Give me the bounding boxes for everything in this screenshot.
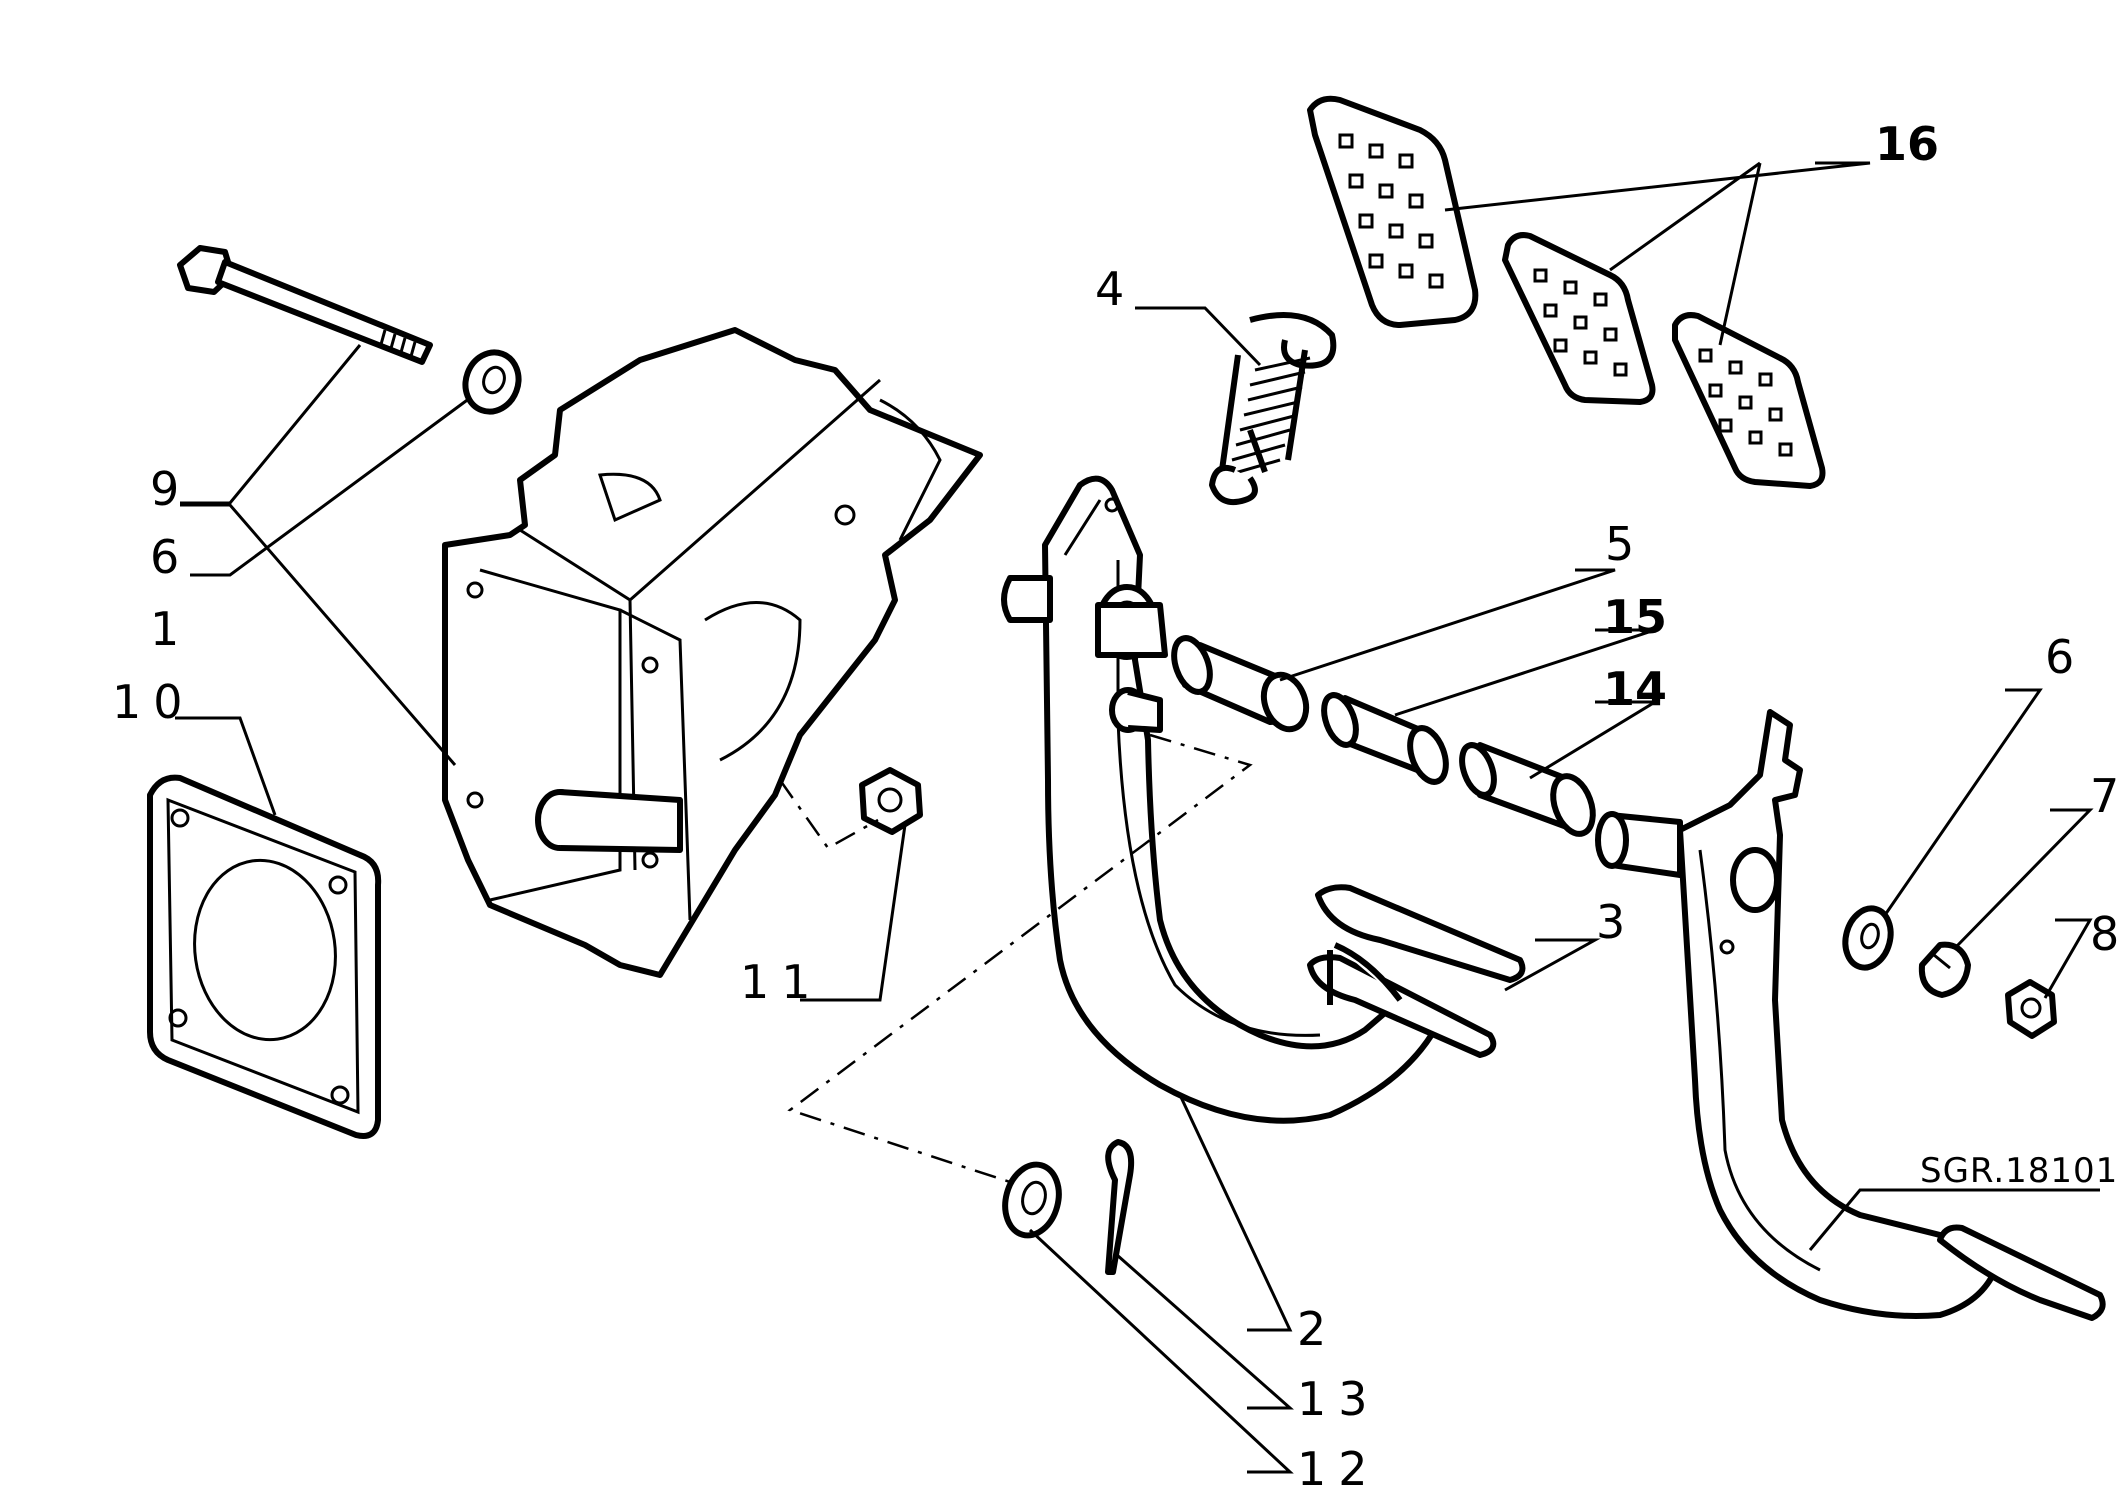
callout-6-right: 6	[2045, 630, 2074, 684]
leader-lines	[175, 161, 2100, 1474]
callout-7: 7	[2090, 769, 2119, 823]
callout-13: 13	[1297, 1372, 1380, 1426]
callout-11: 11	[740, 955, 823, 1009]
part-spring-washer	[1918, 941, 1971, 998]
part-bushing-5	[1171, 635, 1310, 733]
callout-2: 2	[1297, 1302, 1326, 1356]
callout-12: 12	[1297, 1442, 1380, 1487]
callout-5: 5	[1605, 517, 1634, 571]
part-bushing-15	[1321, 692, 1449, 785]
callout-14: 14	[1603, 662, 1667, 716]
callout-16: 16	[1875, 117, 1939, 171]
part-nut-11	[859, 767, 923, 835]
callout-4: 4	[1095, 262, 1124, 316]
part-pedal-arm-2	[1001, 475, 1443, 1124]
callout-labels: 1 2 3 4 5 6 6 7 8 9 10 11 12 13 14 15 16…	[112, 117, 2119, 1487]
callout-6-top: 6	[150, 530, 179, 584]
part-washer-right	[1842, 905, 1894, 971]
part-bolt	[177, 245, 433, 365]
callout-15: 15	[1603, 590, 1667, 644]
part-cotter-pin	[1105, 1139, 1135, 1275]
callout-9: 9	[150, 462, 179, 516]
drawing-code: SGR.18101	[1920, 1151, 2118, 1191]
part-bushing-14	[1459, 742, 1596, 837]
part-pedal-pad-holders	[1307, 884, 1526, 1058]
part-pedal-bracket	[442, 327, 983, 978]
part-gasket-plate	[147, 774, 382, 1139]
part-pedal-arm-right	[1595, 709, 2106, 1321]
part-washer-12	[1002, 1161, 1062, 1239]
part-nut-8	[2005, 979, 2057, 1039]
part-pedal-pads	[1307, 95, 1826, 489]
callout-10: 10	[112, 675, 195, 729]
callout-3: 3	[1596, 895, 1625, 949]
phantom-lines	[778, 733, 1253, 1184]
callout-8: 8	[2090, 907, 2119, 961]
part-washer-top	[462, 349, 522, 415]
callout-1: 1	[150, 602, 179, 656]
part-spring	[1209, 312, 1337, 506]
